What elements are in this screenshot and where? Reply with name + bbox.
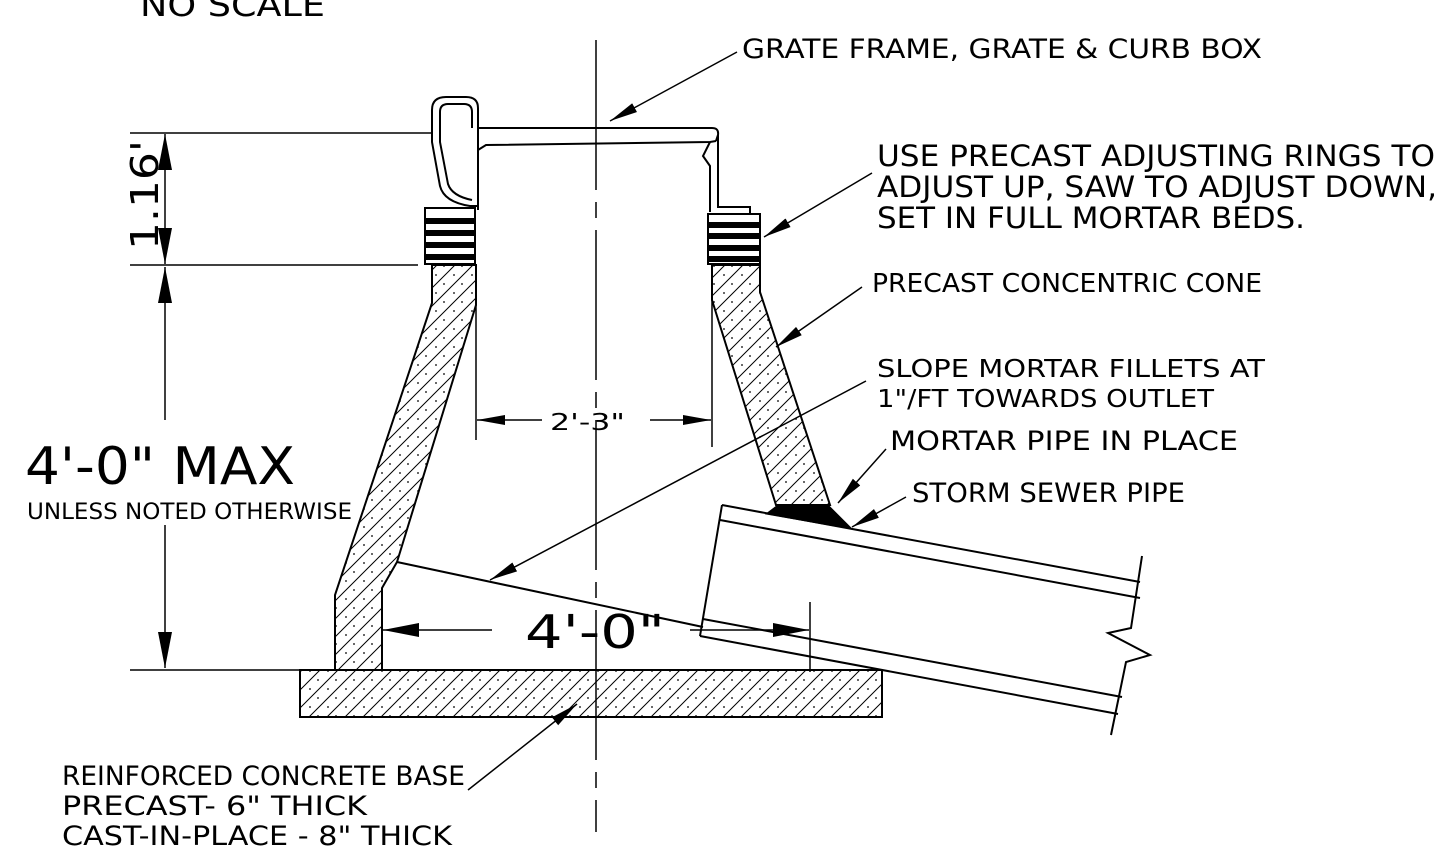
callout-text-line-3: SET IN FULL MORTAR BEDS. <box>877 201 1305 235</box>
pipe-break-line <box>1105 555 1153 736</box>
callout-mortar-pipe: MORTAR PIPE IN PLACE <box>837 426 1238 504</box>
callout-text-line-2: ADJUST UP, SAW TO ADJUST DOWN, <box>877 170 1437 204</box>
pipe-inner-bottom <box>702 618 1123 698</box>
frame-leg-right <box>701 141 711 212</box>
leader-line <box>489 380 867 581</box>
leader-line <box>775 286 863 348</box>
leader-line <box>837 448 887 504</box>
callout-text-line-2: 1"/FT TOWARDS OUTLET <box>877 384 1215 413</box>
frame-height-value: 1.16' <box>123 140 167 250</box>
cone-wall-right <box>711 264 832 506</box>
adjusting-rings-left <box>424 207 476 265</box>
frame-flange-right <box>717 135 760 215</box>
extension-lines <box>130 132 811 672</box>
base-inside-width-value: 4'-0" <box>525 605 665 659</box>
callout-text-line-3: CAST-IN-PLACE - 8" THICK <box>62 821 453 849</box>
callout-cone: PRECAST CONCENTRIC CONE <box>775 269 1262 348</box>
callout-text: PRECAST CONCENTRIC CONE <box>872 269 1262 299</box>
structure-depth-note: UNLESS NOTED OTHERWISE <box>27 500 352 525</box>
storm-sewer-pipe <box>699 504 1153 736</box>
opening-width-value: 2'-3" <box>550 410 625 436</box>
pipe-inner-top <box>719 519 1141 599</box>
concrete-base-slab <box>299 669 883 718</box>
dimension-base-inside-width: 4'-0" <box>383 605 809 659</box>
pipe-outer-bottom <box>699 635 1119 715</box>
callout-text-line-2: PRECAST- 6" THICK <box>62 791 369 822</box>
curb-box-outer <box>431 96 479 210</box>
grate-underside <box>477 140 717 151</box>
callout-adjusting-rings: USE PRECAST ADJUSTING RINGS TO ADJUST UP… <box>763 139 1437 238</box>
callout-storm-sewer-pipe: STORM SEWER PIPE <box>851 478 1185 528</box>
callout-text: GRATE FRAME, GRATE & CURB BOX <box>742 34 1262 65</box>
grate-top <box>478 127 720 142</box>
dimension-opening-width: 2'-3" <box>477 410 711 436</box>
leader-line <box>851 496 907 528</box>
adjusting-rings-right <box>707 213 761 265</box>
dimension-frame-height: 1.16' <box>123 134 172 264</box>
callout-text-line-1: REINFORCED CONCRETE BASE <box>62 761 465 792</box>
dimension-structure-depth: 4'-0" MAX UNLESS NOTED OTHERWISE <box>25 267 352 668</box>
callout-text: STORM SEWER PIPE <box>912 478 1185 509</box>
leader-line <box>467 703 578 791</box>
callout-concrete-base: REINFORCED CONCRETE BASE PRECAST- 6" THI… <box>62 703 578 849</box>
pipe-outer-top <box>721 504 1141 583</box>
callout-text-line-1: SLOPE MORTAR FILLETS AT <box>877 354 1266 383</box>
cone-wall-left <box>334 264 477 671</box>
callout-mortar-fillets: SLOPE MORTAR FILLETS AT 1"/FT TOWARDS OU… <box>489 354 1266 581</box>
pipe-end <box>699 504 723 637</box>
leader-line <box>609 51 738 122</box>
structure-depth-value: 4'-0" MAX <box>25 437 295 497</box>
callout-grate-frame: GRATE FRAME, GRATE & CURB BOX <box>609 34 1262 122</box>
callout-text-line-1: USE PRECAST ADJUSTING RINGS TO <box>877 139 1435 173</box>
callout-text: MORTAR PIPE IN PLACE <box>890 426 1238 457</box>
leader-line <box>763 172 873 238</box>
curb-box-inner <box>439 103 473 201</box>
scale-note: NO SCALE <box>140 0 325 24</box>
mortar-fillet-line <box>396 561 704 628</box>
pipe-mortar <box>764 504 854 530</box>
